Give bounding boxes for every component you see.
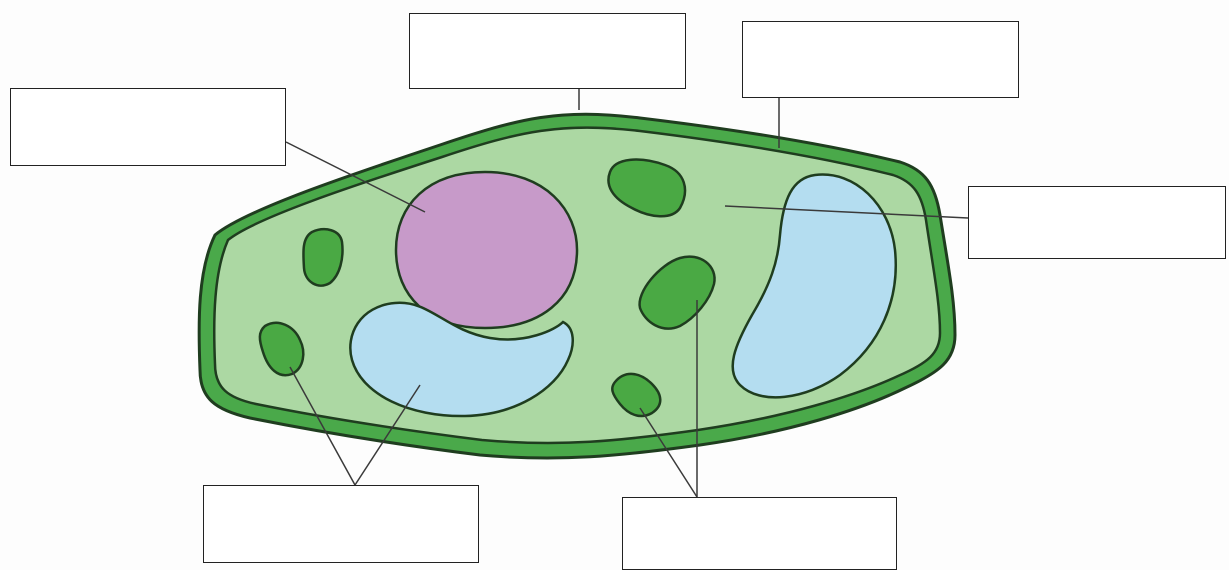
label-box-vacuoles[interactable]	[203, 485, 479, 563]
label-box-cell-membrane[interactable]	[409, 13, 686, 89]
label-box-chloroplasts[interactable]	[622, 497, 897, 570]
chloroplast	[303, 229, 342, 285]
label-box-nucleus[interactable]	[10, 88, 286, 166]
label-box-cell-wall[interactable]	[742, 21, 1019, 98]
nucleus	[396, 172, 577, 328]
label-box-cytoplasm[interactable]	[968, 186, 1226, 259]
